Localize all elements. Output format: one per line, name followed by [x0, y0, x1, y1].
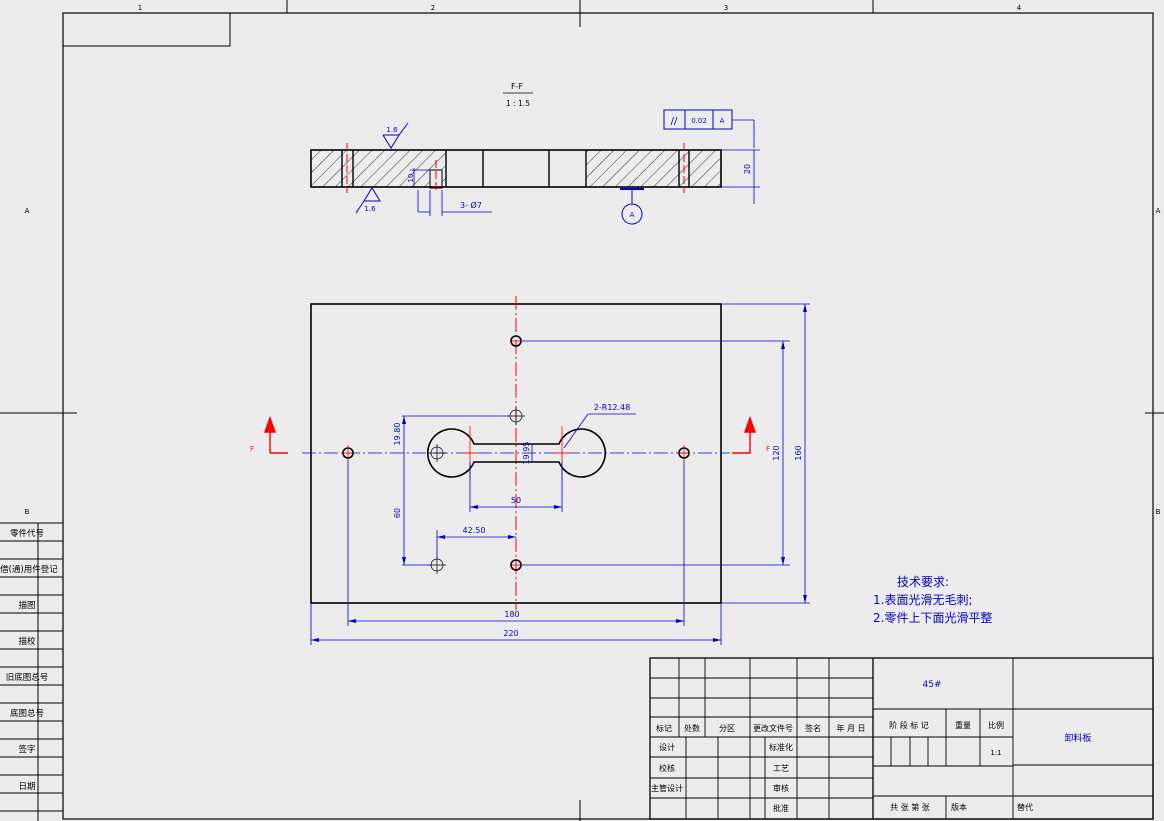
zone-top-3: 3 [724, 4, 728, 12]
dim-19-95: 19.95 [522, 442, 531, 465]
section-marker-right [732, 415, 756, 454]
dim-120: 120 [772, 445, 781, 460]
side-label-trace-check: 描校 [18, 636, 36, 647]
tb-header-count: 处数 [684, 723, 700, 733]
notes-line-1: 1.表面光滑无毛刺; [873, 593, 973, 607]
tb-role-check: 校核 [659, 763, 675, 773]
dim-slot-radius: 2-R12.48 [594, 403, 630, 412]
tb-header-date: 年 月 日 [836, 723, 865, 733]
side-label-tracing: 描图 [18, 600, 35, 611]
zone-left-a: A [25, 207, 30, 215]
side-label-date: 日期 [18, 782, 35, 792]
dim-19-80: 19.80 [393, 423, 402, 446]
title-block-values: 45# 卸料板 [923, 680, 1092, 744]
side-label-sign: 签字 [18, 744, 35, 755]
section-scale: 1 : 1.5 [506, 99, 530, 108]
side-label-part-code: 零件代号 [10, 528, 44, 539]
plan-dimensions [310, 303, 810, 645]
zone-top-4: 4 [1017, 4, 1022, 12]
title-block-labels: 标记 处数 分区 更改文件号 签名 年 月 日 设计 校核 主管设计 标准化 工… [651, 720, 1033, 813]
tb-header-sign: 签名 [805, 723, 821, 733]
zone-top-1: 1 [138, 4, 142, 12]
zone-left-b: B [25, 508, 30, 516]
plan-dimension-labels: 220 180 50 42.50 2-R12.48 160 120 19.95 … [393, 403, 803, 638]
section-marker-label-left: F [250, 445, 254, 453]
dimension-arrows [311, 304, 807, 642]
dim-160: 160 [794, 445, 803, 460]
tolerance-symbol: // [671, 116, 678, 127]
tb-role-standard: 标准化 [769, 742, 793, 752]
section-outline [310, 149, 722, 188]
side-label-base: 底图总号 [10, 708, 44, 719]
tb-weight-label: 重量 [955, 720, 971, 730]
tb-scale-value: 1:1 [990, 749, 1001, 757]
tb-part-name: 卸料板 [1064, 732, 1091, 744]
tb-header-zone: 分区 [719, 724, 735, 733]
hole-depth-dim: 10 [407, 174, 415, 183]
section-marker-label-right: F [766, 445, 770, 453]
section-view: F-F 1 : 1.5 1.6 [310, 82, 760, 225]
title-block [649, 657, 1154, 820]
hole-callout: 3- Ø7 [460, 200, 482, 210]
side-label-shared: 借(通)用件登记 [0, 564, 58, 575]
tolerance-value: 0.02 [691, 117, 707, 125]
tb-role-chief: 主管设计 [651, 783, 683, 793]
section-hatch-right [586, 150, 721, 187]
dim-220: 220 [503, 629, 518, 638]
tb-role-approve: 批准 [773, 803, 789, 813]
tb-version-label: 版本 [951, 802, 967, 812]
slot-outline [427, 428, 606, 478]
roughness-bottom-icon [355, 187, 381, 214]
dim-42-50: 42.50 [463, 526, 486, 535]
tb-role-design: 设计 [659, 742, 675, 752]
technical-notes: 技术要求: 1.表面光滑无毛刺; 2.零件上下面光滑平整 [873, 575, 992, 625]
section-marker-left [264, 415, 288, 454]
side-label-old-base: 旧底图总号 [6, 672, 49, 683]
roughness-top-value: 1.6 [386, 126, 398, 134]
tb-header-change-doc: 更改文件号 [753, 723, 793, 733]
dim-60: 60 [393, 508, 402, 518]
plan-view: F F [250, 296, 810, 645]
zone-labels: 1 2 3 4 A B A B [25, 4, 1161, 516]
side-table [0, 522, 63, 821]
thickness-dim: 20 [743, 164, 752, 174]
side-table-labels: 零件代号 借(通)用件登记 描图 描校 旧底图总号 底图总号 签字 日期 [0, 528, 58, 792]
datum-label: A [630, 211, 635, 219]
tb-role-process: 工艺 [773, 764, 789, 773]
notes-line-2: 2.零件上下面光滑平整 [873, 610, 992, 625]
section-hatch-left [311, 150, 446, 187]
roughness-top-icon [382, 122, 409, 149]
tb-replace-label: 替代 [1017, 802, 1033, 812]
tb-header-mark: 标记 [656, 723, 672, 733]
zone-right-a: A [1156, 207, 1161, 215]
tolerance-datum: A [720, 117, 725, 125]
tolerance-frame [663, 109, 733, 130]
zone-right-b: B [1156, 508, 1161, 516]
tb-material: 45# [923, 680, 942, 690]
datum-symbol [620, 188, 644, 225]
section-title: F-F [511, 82, 523, 91]
zone-top-2: 2 [431, 4, 435, 12]
tb-scale-label: 比例 [988, 720, 1004, 730]
tb-role-review: 审核 [773, 783, 789, 793]
tb-sheets-label: 共 张 第 张 [890, 802, 930, 812]
tb-stage-label: 阶 段 标 记 [889, 720, 929, 730]
dim-180: 180 [504, 610, 519, 619]
dim-50: 50 [511, 496, 521, 505]
roughness-bottom-value: 1.6 [364, 205, 376, 213]
notes-title: 技术要求: [897, 575, 949, 589]
